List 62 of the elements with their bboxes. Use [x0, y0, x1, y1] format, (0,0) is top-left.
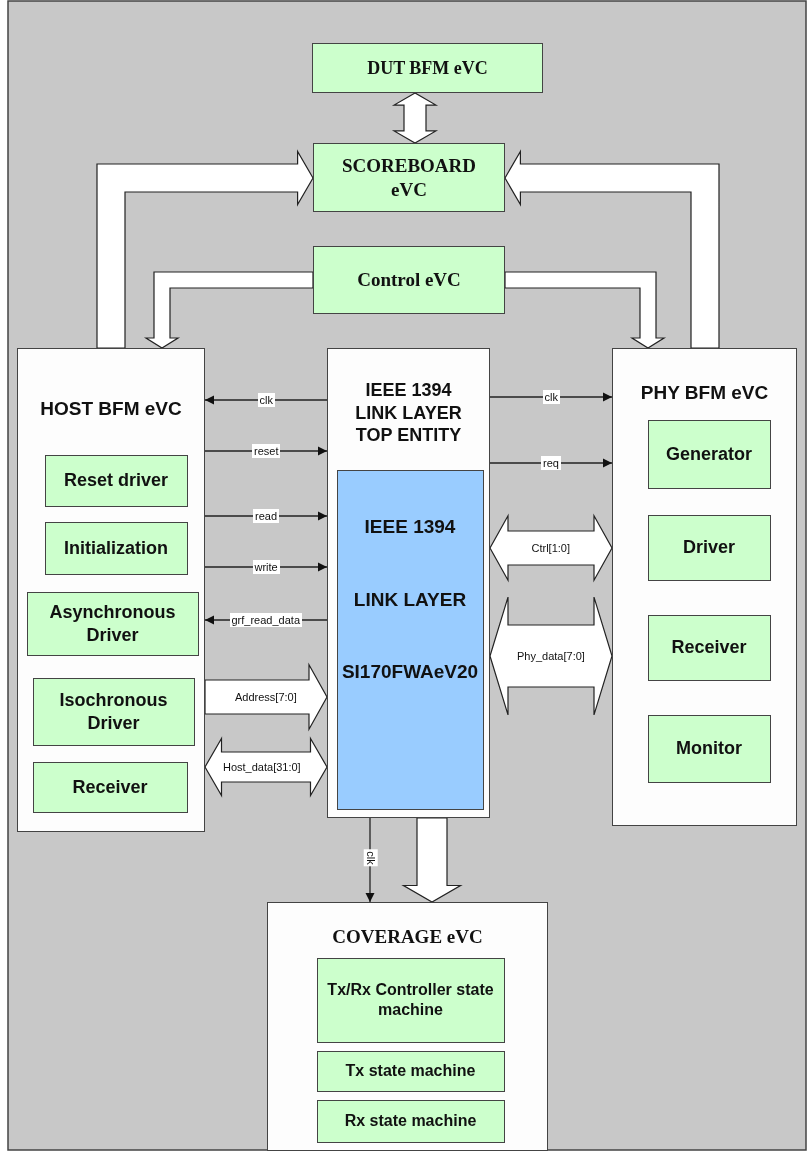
component-container: [17, 348, 205, 832]
component-label: Receiver: [671, 636, 747, 659]
arrow: [365, 817, 375, 903]
component-container: [327, 348, 490, 818]
component-label: Control eVC: [357, 268, 461, 292]
container-title: PHY BFM eVC: [640, 381, 769, 405]
component-box: [647, 514, 771, 581]
edge-label: Host_data[31:0]: [221, 760, 303, 774]
component-box: [312, 43, 543, 93]
component-label: Tx/Rx Controller state machine: [326, 980, 495, 1020]
component-label: Receiver: [72, 775, 148, 799]
edge-label: Ctrl[1:0]: [529, 541, 572, 555]
block-arrow: [143, 271, 314, 349]
block-arrow: [401, 817, 463, 903]
component-box: [44, 454, 188, 507]
component-label: Initialization: [64, 536, 168, 560]
component-box: [647, 419, 771, 489]
container-title: IEEE 1394 LINK LAYER TOP ENTITY: [354, 379, 463, 447]
component-box: [316, 957, 505, 1043]
edge-label: read: [253, 509, 280, 523]
component-label: SCOREBOARD eVC: [340, 153, 478, 202]
component-label: SI170FWAeV20: [341, 660, 479, 684]
core-block: [336, 469, 484, 810]
component-box: [313, 143, 505, 212]
edge-label: reset: [252, 444, 281, 458]
component-box: [313, 246, 505, 314]
edge-label: req: [541, 456, 561, 470]
component-label: Isochronous Driver: [58, 689, 169, 734]
component-box: [647, 614, 771, 681]
container-title: HOST BFM eVC: [40, 397, 182, 421]
component-label: Driver: [683, 536, 735, 559]
double-block-arrow: [391, 92, 439, 144]
component-box: [32, 761, 188, 813]
edge-label: grf_read_data: [229, 613, 302, 627]
component-container: [612, 348, 797, 826]
edge-label: Address[7:0]: [233, 690, 299, 704]
component-box: [32, 677, 195, 746]
component-container: [267, 902, 548, 1151]
component-label: Monitor: [676, 737, 742, 760]
edge-label: clk: [363, 849, 378, 867]
component-label: IEEE 1394: [364, 514, 456, 539]
container-title: COVERAGE eVC: [332, 925, 483, 949]
component-box: [316, 1099, 505, 1143]
component-label: Asynchronous Driver: [48, 601, 177, 646]
component-box: [26, 591, 199, 656]
component-label: Generator: [666, 442, 752, 466]
component-label: Tx state machine: [345, 1061, 476, 1081]
arrow: [204, 395, 328, 405]
edge-label: write: [252, 560, 280, 574]
component-label: Reset driver: [63, 469, 169, 492]
component-box: [647, 714, 771, 783]
arrow: [489, 458, 613, 468]
component-label: Rx state machine: [344, 1111, 477, 1131]
block-arrow: [504, 271, 667, 349]
component-label: DUT BFM eVC: [367, 56, 488, 80]
component-box: [44, 521, 188, 575]
component-box: [316, 1050, 505, 1092]
edge-label: Phy_data[7:0]: [515, 649, 587, 663]
arrow: [489, 392, 613, 402]
block-arrow: [504, 149, 720, 349]
component-label: LINK LAYER: [353, 587, 467, 612]
block-arrow: [96, 149, 314, 349]
